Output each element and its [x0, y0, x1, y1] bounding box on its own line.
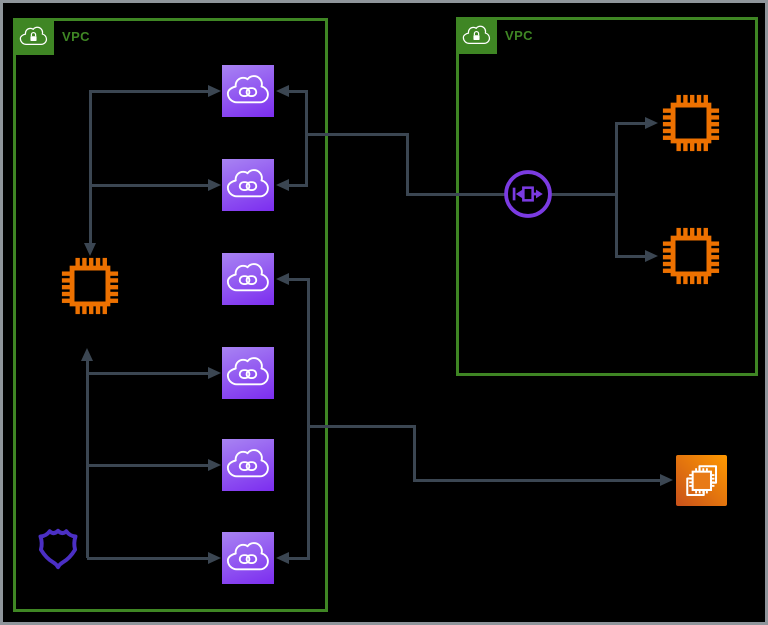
- connector-segment: [87, 463, 208, 467]
- arrowhead: [660, 474, 673, 486]
- vpc-group-right[interactable]: [456, 17, 758, 376]
- arrowhead: [645, 117, 658, 129]
- connector-segment: [85, 360, 89, 558]
- arrowhead: [81, 348, 93, 361]
- connector-segment: [87, 556, 208, 560]
- arrowhead: [84, 243, 96, 256]
- connector-segment: [614, 121, 618, 258]
- vpc-left-label: VPC: [62, 29, 90, 44]
- vpc-endpoint-icon[interactable]: [222, 347, 274, 399]
- arrowhead: [276, 85, 289, 97]
- ec2-instance-icon[interactable]: [59, 255, 121, 317]
- vpc-group-left[interactable]: [13, 18, 328, 612]
- connector-segment: [90, 89, 208, 93]
- connector-segment: [289, 89, 306, 93]
- arrowhead: [276, 552, 289, 564]
- connector-segment: [405, 132, 409, 196]
- connector-segment: [289, 183, 306, 187]
- connector-segment: [88, 89, 92, 244]
- connector-segment: [308, 424, 415, 428]
- connector-segment: [412, 424, 416, 482]
- arrowhead: [276, 179, 289, 191]
- arrowhead: [276, 273, 289, 285]
- network-acl-shield-icon[interactable]: [30, 519, 86, 575]
- vpc-right-label: VPC: [505, 28, 533, 43]
- connector-segment: [289, 556, 308, 560]
- connector-segment: [90, 183, 208, 187]
- connector-segment: [289, 277, 308, 281]
- vpc-endpoint-icon[interactable]: [222, 253, 274, 305]
- connector-segment: [306, 277, 310, 560]
- vpc-cloud-lock-icon: [456, 17, 497, 54]
- connector-segment: [412, 478, 661, 482]
- arrowhead: [208, 179, 221, 191]
- connector-segment: [551, 192, 616, 196]
- vpc-cloud-lock-icon: [13, 18, 54, 55]
- vpc-endpoint-icon[interactable]: [222, 159, 274, 211]
- arrowhead: [208, 552, 221, 564]
- vpc-endpoint-icon[interactable]: [222, 65, 274, 117]
- connector-segment: [306, 132, 407, 136]
- arrowhead: [208, 85, 221, 97]
- arrowhead: [208, 367, 221, 379]
- connector-segment: [616, 254, 645, 258]
- connector-segment: [87, 371, 208, 375]
- connector-segment: [405, 192, 506, 196]
- connector-segment: [616, 121, 645, 125]
- ec2-instance-icon[interactable]: [660, 92, 722, 154]
- ec2-service-icon[interactable]: [676, 455, 727, 506]
- transit-gateway-icon[interactable]: [501, 167, 555, 221]
- connector-segment: [304, 89, 308, 187]
- vpc-endpoint-icon[interactable]: [222, 439, 274, 491]
- arrowhead: [208, 459, 221, 471]
- arrowhead: [645, 250, 658, 262]
- vpc-endpoint-icon[interactable]: [222, 532, 274, 584]
- ec2-instance-icon[interactable]: [660, 225, 722, 287]
